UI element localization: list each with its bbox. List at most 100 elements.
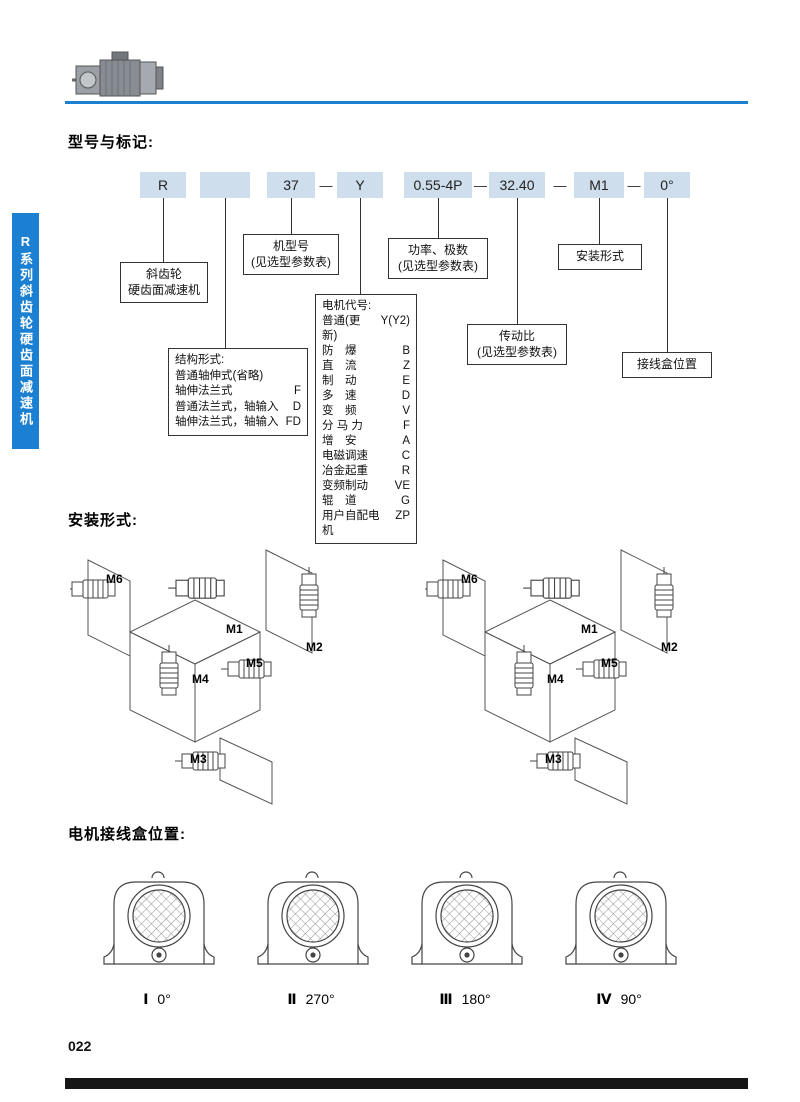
row-name: 分 马 力 bbox=[322, 420, 363, 432]
row-name: 多 速 bbox=[322, 390, 357, 402]
mount-position-label-m3: M3 bbox=[545, 752, 562, 766]
mounting-diagram-left: M1 M2 M3 M4 M5 M6 bbox=[70, 538, 323, 818]
row-code: V bbox=[402, 405, 410, 417]
callout-series: 斜齿轮 硬齿面减速机 bbox=[120, 262, 208, 303]
row-name: 防 爆 bbox=[322, 345, 357, 357]
separator-dash: — bbox=[474, 177, 487, 193]
structure-form-row: 轴伸法兰式，轴输入 FD bbox=[175, 415, 301, 431]
connector-line-structure bbox=[225, 198, 226, 348]
callout-ratio: 传动比 (见选型参数表) bbox=[467, 324, 567, 365]
mount-position-label-m6: M6 bbox=[461, 572, 478, 586]
row-code: D bbox=[292, 400, 301, 413]
junction-label: Ⅱ 270° bbox=[246, 991, 376, 1008]
junction-numeral: Ⅱ bbox=[287, 991, 297, 1007]
row-code: B bbox=[402, 345, 410, 357]
motor-front-drawing bbox=[411, 871, 523, 965]
motor-front-drawing bbox=[103, 871, 215, 965]
code-box-mounting: M1 bbox=[574, 172, 624, 198]
code-box-power: 0.55-4P bbox=[404, 172, 472, 198]
row-name: 轴伸法兰式，轴输入 bbox=[175, 416, 279, 428]
row-code: D bbox=[401, 390, 410, 402]
row-code: G bbox=[401, 495, 410, 507]
callout-motor-code: 电机代号: 普通(更新) Y(Y2) 防 爆 B 直 流 Z 制 动 E 多 速 D 变 … bbox=[315, 294, 417, 544]
connector-line-mounting bbox=[599, 198, 600, 244]
row-name: 普通轴伸式(省略) bbox=[175, 369, 264, 382]
row-name: 普通(更新) bbox=[322, 315, 361, 342]
row-code: Z bbox=[402, 360, 410, 372]
separator-dash: — bbox=[627, 177, 641, 193]
junction-angle: 90° bbox=[620, 991, 642, 1007]
connector-line-power bbox=[438, 198, 439, 238]
structure-form-row: 轴伸法兰式 F bbox=[175, 384, 301, 400]
row-name: 用户自配电机 bbox=[322, 510, 380, 537]
row-code: Y(Y2) bbox=[380, 315, 410, 327]
row-code: F bbox=[402, 420, 410, 432]
separator-dash: — bbox=[553, 177, 567, 193]
connector-line-ratio bbox=[517, 198, 518, 324]
gearmotor-photo bbox=[72, 51, 164, 97]
junction-figure-4: Ⅳ 90° bbox=[554, 864, 684, 1008]
code-box-structure bbox=[200, 172, 250, 198]
junction-numeral: Ⅲ bbox=[439, 991, 453, 1007]
code-box-terminal: 0° bbox=[644, 172, 690, 198]
row-name: 增 安 bbox=[322, 435, 357, 447]
motor-code-title: 电机代号: bbox=[322, 300, 372, 312]
mount-position-label-m1: M1 bbox=[226, 622, 243, 636]
page-number: 022 bbox=[68, 1038, 92, 1054]
row-code: FD bbox=[285, 416, 301, 428]
callout-frame: 机型号 (见选型参数表) bbox=[243, 234, 339, 275]
structure-form-title: 结构形式: bbox=[175, 354, 225, 366]
motor-front-drawing bbox=[565, 871, 677, 965]
row-name: 直 流 bbox=[322, 360, 357, 372]
heading-junction-box: 电机接线盒位置: bbox=[68, 826, 186, 843]
row-code: E bbox=[402, 375, 410, 387]
row-name: 电磁调速 bbox=[322, 450, 368, 462]
connector-line-motor bbox=[360, 198, 361, 294]
row-name: 冶金起重 bbox=[322, 465, 368, 477]
bottom-bar bbox=[65, 1078, 748, 1089]
connector-line-frame bbox=[291, 198, 292, 234]
junction-angle: 270° bbox=[305, 991, 335, 1007]
mount-position-label-m2: M2 bbox=[661, 640, 678, 654]
connector-line-terminal bbox=[667, 198, 668, 352]
row-name: 制 动 bbox=[322, 375, 357, 387]
motor-code-row: 普通(更新) Y(Y2) bbox=[322, 314, 410, 344]
mount-position-label-m5: M5 bbox=[601, 656, 618, 670]
junction-angle: 0° bbox=[157, 991, 171, 1007]
row-code: ZP bbox=[395, 510, 410, 522]
separator-dash: — bbox=[319, 177, 333, 193]
row-name: 变 频 bbox=[322, 405, 357, 417]
callout-power: 功率、极数 (见选型参数表) bbox=[388, 238, 488, 279]
callout-terminal: 接线盒位置 bbox=[622, 352, 712, 378]
row-name: 轴伸法兰式 bbox=[175, 385, 233, 397]
row-code: F bbox=[293, 385, 301, 397]
code-box-ratio: 32.40 bbox=[489, 172, 545, 198]
mounting-diagram-right: M1 M2 M3 M4 M5 M6 bbox=[425, 538, 678, 818]
row-code: A bbox=[402, 435, 410, 447]
row-code: VE bbox=[394, 480, 410, 492]
junction-figure-3: Ⅲ 180° bbox=[400, 864, 530, 1008]
mount-position-label-m4: M4 bbox=[192, 672, 209, 686]
junction-angle: 180° bbox=[461, 991, 491, 1007]
junction-label: Ⅳ 90° bbox=[554, 991, 684, 1008]
code-box-motor: Y bbox=[337, 172, 383, 198]
mount-position-label-m5: M5 bbox=[246, 656, 263, 670]
heading-model-marking: 型号与标记: bbox=[68, 134, 154, 151]
junction-numeral: Ⅳ bbox=[596, 991, 612, 1007]
heading-mounting: 安装形式: bbox=[68, 512, 138, 529]
mount-position-label-m4: M4 bbox=[547, 672, 564, 686]
